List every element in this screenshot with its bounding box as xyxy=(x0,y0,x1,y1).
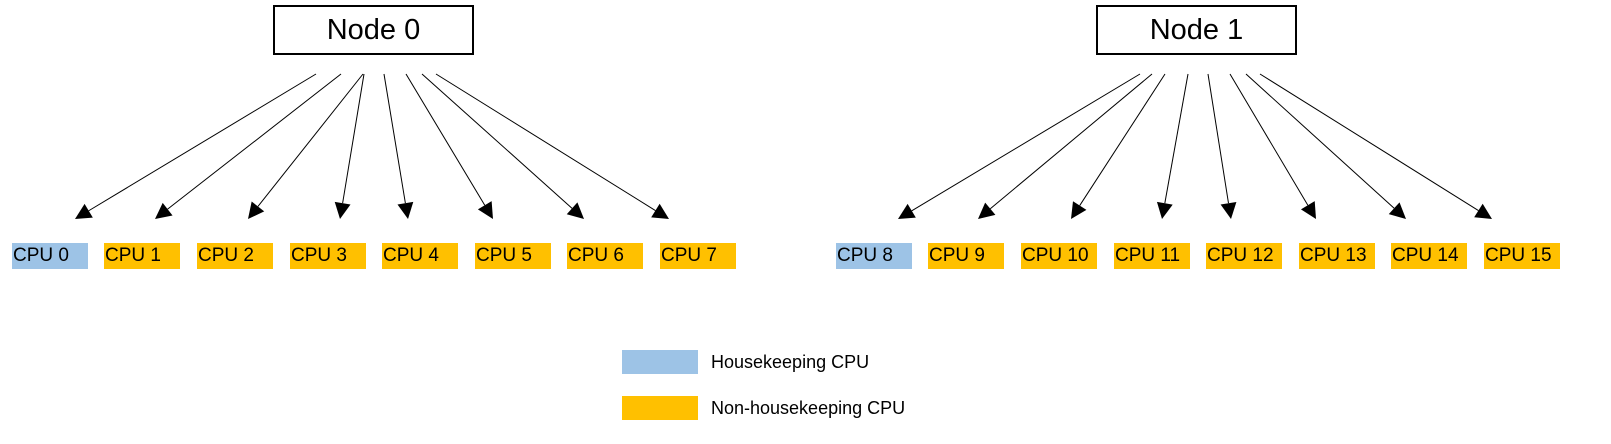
arrow-to-cpu-12 xyxy=(1207,73,1237,219)
cpu-6: CPU 6 xyxy=(567,243,643,269)
cpu-9: CPU 9 xyxy=(928,243,1004,269)
cpu-10: CPU 10 xyxy=(1021,243,1097,269)
arrow-to-cpu-0 xyxy=(75,73,317,219)
arrow-to-cpu-13 xyxy=(1229,73,1316,219)
arrow-to-cpu-7 xyxy=(435,73,669,219)
cpu-1: CPU 1 xyxy=(104,243,180,269)
cpu-14: CPU 14 xyxy=(1391,243,1467,269)
cpu-7: CPU 7 xyxy=(660,243,736,269)
node-1-box: Node 1 xyxy=(1096,5,1297,55)
node-1-label: Node 1 xyxy=(1149,13,1244,46)
node-0-label: Node 0 xyxy=(326,13,421,46)
cpu-15: CPU 15 xyxy=(1484,243,1560,269)
node-0-box: Node 0 xyxy=(273,5,474,55)
arrow-to-cpu-2 xyxy=(248,73,364,219)
legend-swatch-non-housekeeping xyxy=(622,396,698,420)
arrow-to-cpu-4 xyxy=(383,73,414,219)
cpu-2: CPU 2 xyxy=(197,243,273,269)
legend-label-non-housekeeping: Non-housekeeping CPU xyxy=(711,398,906,418)
legend-label-housekeeping: Housekeeping CPU xyxy=(711,352,870,372)
cpu-11: CPU 11 xyxy=(1114,243,1190,269)
arrow-to-cpu-1 xyxy=(155,73,342,219)
arrow-to-cpu-5 xyxy=(405,73,493,219)
legend-swatch-housekeeping xyxy=(622,350,698,374)
arrow-to-cpu-8 xyxy=(898,73,1141,219)
arrow-to-cpu-3 xyxy=(334,73,365,219)
cpu-3: CPU 3 xyxy=(290,243,366,269)
arrow-to-cpu-10 xyxy=(1071,73,1166,219)
arrow-to-cpu-9 xyxy=(978,73,1153,219)
arrow-to-cpu-11 xyxy=(1156,73,1189,219)
arrow-to-cpu-14 xyxy=(1245,73,1406,219)
cpu-4: CPU 4 xyxy=(382,243,458,269)
cpu-8: CPU 8 xyxy=(836,243,912,269)
cpu-12: CPU 12 xyxy=(1206,243,1282,269)
cpu-13: CPU 13 xyxy=(1299,243,1375,269)
arrow-to-cpu-6 xyxy=(421,73,584,219)
cpu-0: CPU 0 xyxy=(12,243,88,269)
cpu-5: CPU 5 xyxy=(475,243,551,269)
arrow-to-cpu-15 xyxy=(1259,73,1492,219)
